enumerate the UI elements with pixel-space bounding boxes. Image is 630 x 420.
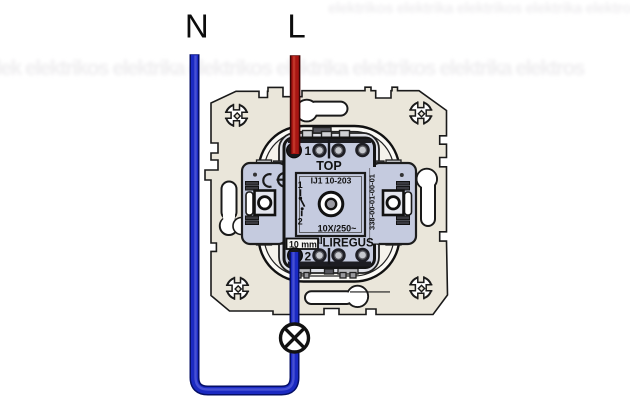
svg-text:10 mm: 10 mm: [289, 240, 317, 250]
svg-text:338-00-01-00-01: 338-00-01-00-01: [368, 174, 377, 230]
svg-text:IJ1 10-203: IJ1 10-203: [311, 176, 352, 186]
svg-text:2: 2: [305, 250, 312, 264]
svg-text:1: 1: [298, 180, 303, 190]
svg-text:LIREGUS: LIREGUS: [323, 238, 374, 250]
svg-text:TOP: TOP: [316, 159, 341, 173]
svg-text:2: 2: [298, 217, 303, 227]
svg-text:elektrikos elektrika elektriko: elektrikos elektrika elektrikos elektrik…: [328, 0, 630, 17]
svg-text:L: L: [287, 7, 305, 44]
svg-text:10X/250~: 10X/250~: [318, 224, 357, 234]
svg-text:N: N: [185, 7, 209, 44]
svg-text:1: 1: [305, 144, 312, 158]
